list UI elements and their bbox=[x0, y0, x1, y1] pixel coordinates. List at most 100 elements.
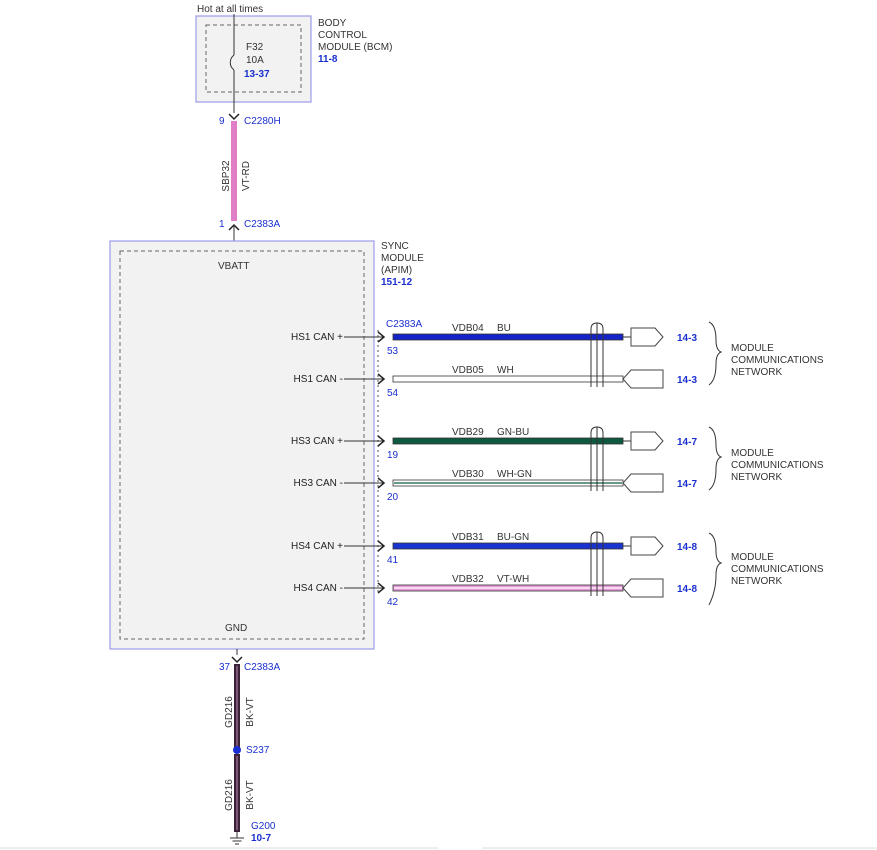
splice-s237-icon bbox=[233, 746, 241, 754]
c2280h-connector-link[interactable]: C2280H bbox=[244, 116, 281, 127]
brace-icon bbox=[708, 426, 723, 491]
can-wire-color: BU-GN bbox=[497, 532, 529, 543]
can-wire-color: WH-GN bbox=[497, 469, 532, 480]
can-pin-label: HS1 CAN + bbox=[291, 332, 343, 343]
network-brace-3 bbox=[708, 532, 723, 606]
ground-g200-link[interactable]: G200 bbox=[251, 821, 276, 832]
gnd-pin-icon bbox=[231, 656, 243, 664]
splice-s237-link[interactable]: S237 bbox=[246, 745, 270, 756]
connector-pin-icon bbox=[377, 540, 386, 552]
flag-arrow-in-icon bbox=[622, 473, 664, 493]
vbatt-pin-number: 1 bbox=[219, 219, 225, 230]
sync-title-2: MODULE bbox=[381, 253, 424, 264]
can-pin-number: 42 bbox=[387, 597, 399, 608]
network-2-line-3: NETWORK bbox=[731, 472, 782, 483]
network-brace-2 bbox=[708, 426, 723, 491]
can-wire-circuit: VDB04 bbox=[452, 323, 484, 334]
can-ref-link[interactable]: 14-7 bbox=[677, 479, 697, 490]
twisted-pair-icon bbox=[590, 426, 604, 491]
bcm-title-1: BODY bbox=[318, 18, 347, 29]
can-connector-link[interactable]: C2383A bbox=[386, 319, 422, 330]
can-ref-link[interactable]: 14-3 bbox=[677, 375, 697, 386]
can-wire-color: VT-WH bbox=[497, 574, 529, 585]
sync-title-1: SYNC bbox=[381, 241, 409, 252]
bcm-inner-box bbox=[205, 24, 302, 93]
flag-arrow-in-icon bbox=[622, 369, 664, 389]
bcm-title-3: MODULE (BCM) bbox=[318, 42, 392, 53]
bcm-title-2: CONTROL bbox=[318, 30, 367, 41]
fuse-name: F32 bbox=[246, 42, 264, 53]
connector-pin-icon bbox=[377, 331, 386, 343]
network-2-line-2: COMMUNICATIONS bbox=[731, 460, 824, 471]
sync-title-3: (APIM) bbox=[381, 265, 412, 276]
wire-gd216-lower-circuit: GD216 bbox=[224, 779, 235, 811]
can-wire bbox=[392, 542, 624, 550]
can-wire-color: GN-BU bbox=[497, 427, 529, 438]
can-wire-circuit: VDB31 bbox=[452, 532, 484, 543]
gnd-pin-number: 37 bbox=[219, 662, 231, 673]
flag-arrow-in-icon bbox=[622, 578, 664, 598]
can-pin-label: HS3 CAN - bbox=[294, 478, 343, 489]
c2383a-top-connector-link[interactable]: C2383A bbox=[244, 219, 280, 230]
can-wire bbox=[392, 375, 624, 383]
flag-arrow-out-icon bbox=[630, 536, 664, 556]
bcm-module[interactable] bbox=[195, 15, 312, 103]
network-3-line-1: MODULE bbox=[731, 552, 774, 563]
network-1-line-2: COMMUNICATIONS bbox=[731, 355, 824, 366]
can-wire-circuit: VDB29 bbox=[452, 427, 484, 438]
can-ref-link[interactable]: 14-3 bbox=[677, 333, 697, 344]
connector-pin-icon bbox=[377, 582, 386, 594]
c2280h-pin-icon bbox=[228, 113, 240, 121]
can-row: HS1 CAN + 53 VDB04 BU 14-3 bbox=[291, 323, 697, 357]
can-row: HS4 CAN - 42 VDB32 VT-WH 14-8 bbox=[294, 574, 698, 608]
can-wire-circuit: VDB32 bbox=[452, 574, 484, 585]
sync-ref-link[interactable]: 151-12 bbox=[381, 277, 413, 288]
sync-module[interactable] bbox=[109, 240, 375, 650]
can-ref-link[interactable]: 14-8 bbox=[677, 542, 697, 553]
bcm-ref-link[interactable]: 11-8 bbox=[318, 54, 338, 65]
hot-at-all-times-label: Hot at all times bbox=[197, 4, 263, 15]
connector-pin-icon bbox=[377, 477, 386, 489]
can-pin-label: HS1 CAN - bbox=[294, 374, 343, 385]
c2280h-pin-number: 9 bbox=[219, 116, 225, 127]
ground-ref-link[interactable]: 10-7 bbox=[251, 833, 271, 844]
brace-icon bbox=[708, 532, 723, 606]
wire-sbp32-color: VT-RD bbox=[241, 161, 252, 191]
network-2-line-1: MODULE bbox=[731, 448, 774, 459]
can-pin-number: 41 bbox=[387, 555, 399, 566]
can-wire-circuit: VDB30 bbox=[452, 469, 484, 480]
wire-gd216-upper-circuit: GD216 bbox=[224, 696, 235, 728]
network-1-line-1: MODULE bbox=[731, 343, 774, 354]
wire-gd216-lower-color: BK-VT bbox=[245, 780, 256, 809]
fuse-rating: 10A bbox=[246, 55, 264, 66]
fuse-icon bbox=[229, 54, 235, 71]
can-wire-color: BU bbox=[497, 323, 511, 334]
can-ref-link[interactable]: 14-7 bbox=[677, 437, 697, 448]
sync-inner-box bbox=[119, 250, 365, 640]
flag-arrow-out-icon bbox=[630, 431, 664, 451]
can-pin-label: HS3 CAN + bbox=[291, 436, 343, 447]
can-pin-label: HS4 CAN - bbox=[294, 583, 343, 594]
twisted-pair-icon bbox=[590, 322, 604, 387]
vbatt-label: VBATT bbox=[218, 261, 249, 272]
flag-arrow-out-icon bbox=[630, 327, 664, 347]
gnd-connector-link[interactable]: C2383A bbox=[244, 662, 280, 673]
can-pin-number: 53 bbox=[387, 346, 399, 357]
bcm-box bbox=[195, 15, 312, 103]
network-brace-1 bbox=[708, 321, 723, 386]
fuse-ref-link[interactable]: 13-37 bbox=[244, 69, 270, 80]
connector-pin-icon bbox=[377, 373, 386, 385]
can-ref-link[interactable]: 14-8 bbox=[677, 584, 697, 595]
can-wire-color: WH bbox=[497, 365, 514, 376]
wire-sbp32-circuit: SBP32 bbox=[221, 160, 232, 192]
can-wire bbox=[392, 437, 624, 445]
connector-pin-icon bbox=[377, 435, 386, 447]
network-1-line-3: NETWORK bbox=[731, 367, 782, 378]
can-wire-circuit: VDB05 bbox=[452, 365, 484, 376]
